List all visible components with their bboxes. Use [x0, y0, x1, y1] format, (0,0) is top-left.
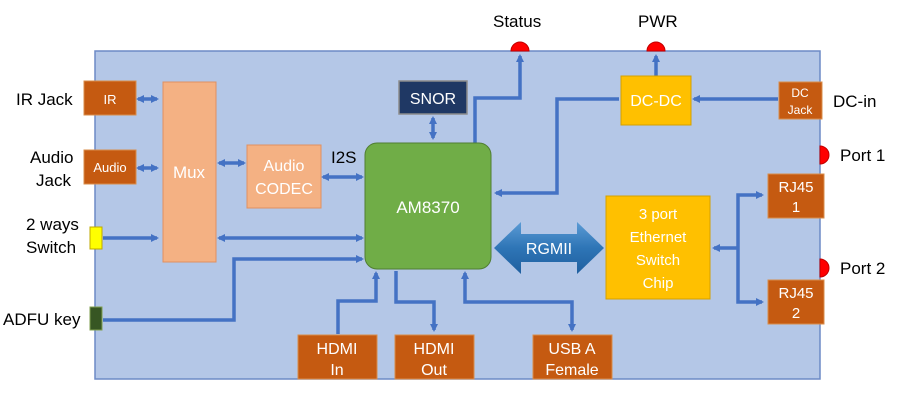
svg-text:Ethernet: Ethernet: [630, 229, 688, 246]
two-ways-switch: [89, 226, 103, 250]
adfu-key: [89, 306, 103, 331]
svg-text:HDMI: HDMI: [317, 341, 358, 358]
rj45-port-1: RJ45 1: [767, 173, 825, 219]
svg-text:Audio: Audio: [264, 158, 305, 175]
label-switch-1: 2 ways: [26, 215, 79, 234]
audio-codec-block: Audio CODEC: [246, 144, 322, 209]
svg-text:2: 2: [792, 305, 800, 322]
port1-led-icon: [819, 145, 830, 165]
i2s-label: I2S: [331, 148, 357, 167]
svg-text:3 port: 3 port: [639, 206, 678, 223]
ir-connector: IR: [83, 80, 137, 116]
svg-text:In: In: [330, 362, 343, 379]
svg-text:RJ45: RJ45: [778, 179, 813, 196]
svg-text:CODEC: CODEC: [255, 181, 313, 198]
port2-led-icon: [819, 258, 830, 278]
label-audio-jack-1: Audio: [30, 148, 73, 167]
label-port1: Port 1: [840, 146, 885, 165]
svg-text:HDMI: HDMI: [414, 341, 455, 358]
ethernet-switch-chip: 3 port Ethernet Switch Chip: [605, 195, 711, 300]
svg-text:Audio: Audio: [93, 160, 126, 175]
label-dc-in: DC-in: [833, 92, 876, 111]
label-adfu-key: ADFU key: [3, 310, 81, 329]
svg-text:RJ45: RJ45: [778, 285, 813, 302]
svg-text:Switch: Switch: [636, 252, 680, 269]
am8370-soc: AM8370: [364, 142, 492, 270]
snor-block: SNOR: [398, 80, 468, 115]
label-status: Status: [493, 12, 541, 31]
label-audio-jack-2: Jack: [36, 171, 71, 190]
mux-block: Mux: [162, 81, 217, 263]
audio-connector: Audio: [83, 149, 137, 185]
svg-text:1: 1: [792, 199, 800, 216]
status-led-icon: [510, 41, 530, 52]
label-port2: Port 2: [840, 259, 885, 278]
svg-text:AM8370: AM8370: [396, 198, 459, 217]
dc-jack-connector: DC Jack: [778, 81, 823, 120]
rgmii-bus-arrow: [494, 222, 604, 274]
rj45-port-2: RJ45 2: [767, 279, 825, 325]
dcdc-block: DC-DC: [620, 75, 692, 126]
label-ir-jack: IR Jack: [16, 90, 73, 109]
hdmi-in-connector: HDMI In: [297, 334, 378, 380]
svg-text:Chip: Chip: [643, 275, 674, 292]
svg-text:IR: IR: [104, 92, 117, 107]
svg-text:DC-DC: DC-DC: [630, 93, 682, 110]
usb-a-connector: USB A Female: [532, 334, 613, 380]
hdmi-out-connector: HDMI Out: [394, 334, 475, 380]
svg-text:USB A: USB A: [548, 341, 595, 358]
svg-text:DC: DC: [791, 86, 809, 100]
svg-text:Out: Out: [421, 362, 447, 379]
label-switch-2: Switch: [26, 238, 76, 257]
rgmii-label: RGMII: [526, 241, 572, 258]
svg-text:Mux: Mux: [173, 163, 206, 182]
label-pwr: PWR: [638, 12, 678, 31]
svg-text:Female: Female: [545, 362, 598, 379]
svg-text:SNOR: SNOR: [410, 91, 456, 108]
svg-text:Jack: Jack: [788, 103, 814, 117]
pwr-led-icon: [646, 41, 666, 52]
